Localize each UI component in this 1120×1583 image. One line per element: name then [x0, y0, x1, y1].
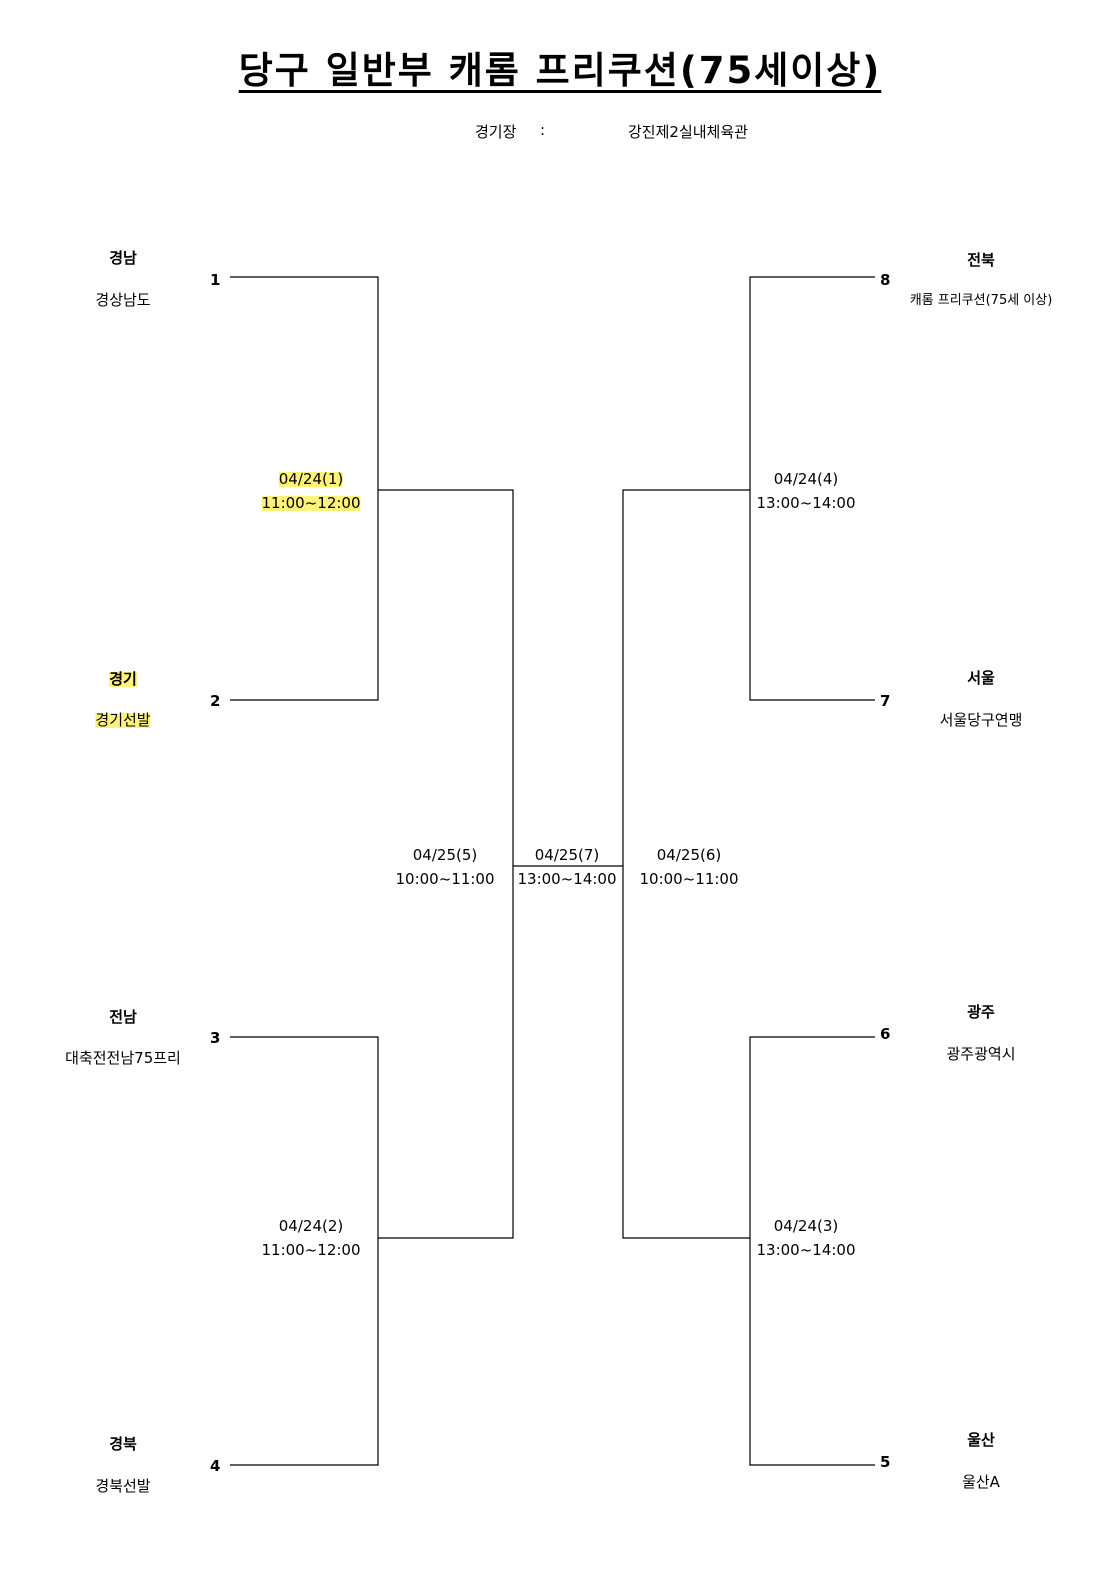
match-2-date: 04/24(2) [278, 1217, 344, 1235]
bracket-line-seed-8 [749, 276, 875, 490]
match-5-date: 04/25(5) [412, 846, 478, 864]
team-region-seed-5: 울산 [967, 1431, 995, 1449]
team-region-seed-4: 경북 [109, 1435, 137, 1453]
match-3-time: 13:00~14:00 [756, 1241, 856, 1259]
team-name-seed-4: 경북선발 [95, 1477, 151, 1495]
seed-number-3: 3 [210, 1029, 221, 1047]
seed-number-7: 7 [880, 692, 891, 710]
bracket-line-seed-6 [749, 1036, 875, 1238]
match-1-date: 04/24(1) [278, 470, 344, 488]
team-name-seed-1: 경상남도 [95, 291, 151, 309]
seed-number-4: 4 [210, 1457, 221, 1475]
team-name-seed-6: 광주광역시 [946, 1045, 1016, 1063]
team-name-seed-8: 캐롬 프리쿠션(75세 이상) [909, 293, 1053, 308]
venue-colon: : [540, 121, 546, 139]
match-4-time: 13:00~14:00 [756, 494, 856, 512]
seed-number-6: 6 [880, 1025, 891, 1043]
team-region-seed-1: 경남 [109, 249, 137, 267]
seed-number-1: 1 [210, 271, 221, 289]
match-7-time: 13:00~14:00 [517, 870, 617, 888]
team-region-seed-7: 서울 [967, 669, 995, 687]
page-title: 당구 일반부 캐롬 프리쿠션(75세이상) [238, 49, 882, 92]
match-6-time: 10:00~11:00 [639, 870, 739, 888]
venue-value: 강진제2실내체육관 [628, 123, 748, 141]
bracket-line-seed-5 [749, 1238, 875, 1466]
bracket-line-seed-4 [230, 1238, 379, 1466]
bracket-line-seed-7 [749, 490, 875, 701]
match-6-date: 04/25(6) [656, 846, 722, 864]
team-name-seed-3: 대축전전남75프리 [65, 1049, 181, 1067]
team-region-seed-8: 전북 [967, 251, 995, 269]
team-region-seed-3: 전남 [109, 1008, 137, 1026]
match-2-time: 11:00~12:00 [261, 1241, 361, 1259]
team-region-seed-6: 광주 [967, 1003, 995, 1021]
team-name-seed-7: 서울당구연맹 [939, 711, 1023, 729]
match-1-time: 11:00~12:00 [261, 494, 361, 512]
seed-number-2: 2 [210, 692, 221, 710]
team-region-seed-2: 경기 [109, 670, 137, 688]
bracket-line-seed-1 [230, 276, 379, 490]
match-7-date: 04/25(7) [534, 846, 600, 864]
match-4-date: 04/24(4) [773, 470, 839, 488]
seed-number-5: 5 [880, 1453, 891, 1471]
match-5-time: 10:00~11:00 [395, 870, 495, 888]
venue-label: 경기장 [475, 123, 517, 141]
match-3-date: 04/24(3) [773, 1217, 839, 1235]
team-name-seed-5: 울산A [962, 1473, 1000, 1491]
bracket-line-seed-3 [230, 1036, 379, 1238]
bracket-line-seed-2 [230, 490, 379, 701]
bracket-line-semi-left [378, 489, 514, 1239]
bracket-line-semi-right [622, 489, 750, 1239]
seed-number-8: 8 [880, 271, 891, 289]
team-name-seed-2: 경기선발 [95, 711, 151, 729]
